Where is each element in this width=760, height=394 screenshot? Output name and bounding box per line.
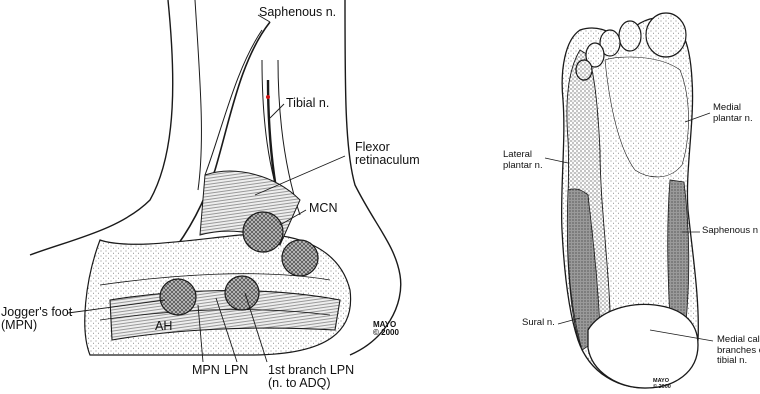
leg-outline-right [345,0,401,355]
label-mpn: MPN [192,364,220,377]
label-medial-plantar: Medial plantar n. [713,103,753,124]
label-saphenous-n: Saphenous n [702,226,758,237]
label-lpn: LPN [224,364,248,377]
label-tibial: Tibial n. [286,97,329,110]
leader-flexor [255,156,345,195]
toe-2 [619,21,641,51]
plantar-sensory-map: Medial plantar n. Lateral plantar n. Sap… [470,0,760,394]
leg-outline-left [30,0,173,255]
big-toe [646,13,686,57]
mcn-circle-2 [282,240,318,276]
leg-outline-inner [195,0,201,190]
label-first-branch-lpn: 1st branch LPN (n. to ADQ) [268,364,354,390]
ankle-nerve-illustration: Saphenous n. Tibial n. Flexor retinaculu… [0,0,440,394]
label-saphenous: Saphenous n. [259,6,336,19]
label-joggers-foot: Jogger's foot (MPN) [1,306,72,332]
saphenous-region [668,180,689,322]
mcn-circle-1 [243,212,283,252]
mpn-circle [160,279,196,315]
mayo-credit-right: MAYO © 2000 [653,378,671,390]
label-sural: Sural n. [522,318,555,329]
label-flexor-retinaculum: Flexor retinaculum [355,141,420,167]
mayo-credit-left: MAYO © 2000 [373,321,399,337]
label-ah: AH [155,320,172,333]
lpn-circle [225,276,259,310]
label-mcn: MCN [309,202,337,215]
red-mark [266,95,270,99]
toe-5 [576,60,592,80]
leader-tibial [270,104,284,118]
label-lateral-plantar: Lateral plantar n. [503,150,543,171]
label-medial-calcaneal: Medial calcaneal branches of the tibial … [717,335,760,367]
